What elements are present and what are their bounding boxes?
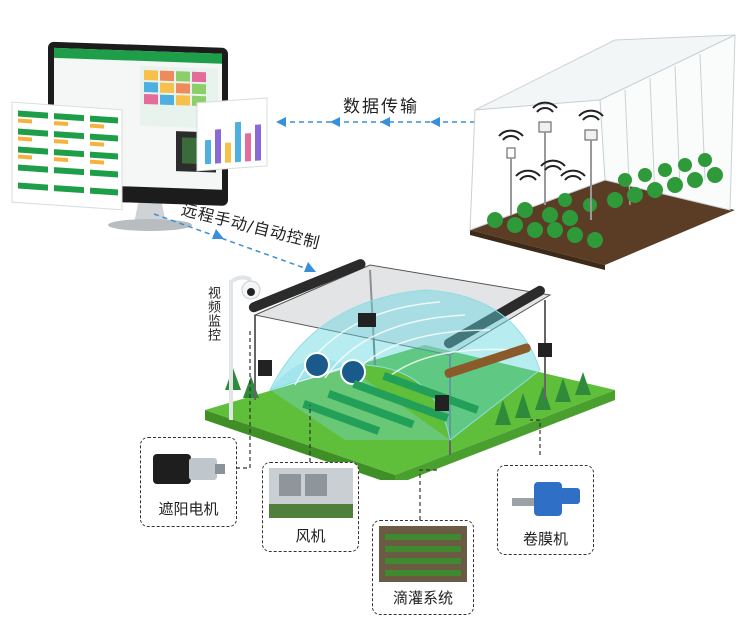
- motor-block: [538, 343, 552, 357]
- smart-greenhouse: [465, 30, 745, 270]
- video-monitoring-label: 视频监控: [205, 286, 220, 342]
- arrowhead-icon: [212, 229, 224, 239]
- bar-chart-card-illustration: [196, 97, 268, 172]
- camera-pole: [205, 270, 275, 430]
- film-roller-label: 卷膜机: [522, 530, 568, 548]
- fan-label: 风机: [295, 527, 326, 545]
- camera-icon: [229, 275, 261, 420]
- drip-irrigation-photo: [379, 526, 467, 582]
- wifi-icon: [578, 109, 604, 121]
- wifi-icon: [515, 169, 541, 181]
- data-transmission-arrow: [276, 117, 475, 127]
- wifi-icon: [498, 129, 524, 141]
- remote-control-arrow: [153, 213, 316, 272]
- shade-motor-label: 遮阳电机: [158, 500, 219, 518]
- motor-block: [435, 395, 449, 411]
- arrowhead-icon: [380, 117, 390, 127]
- wifi-sensors: [498, 101, 604, 220]
- motor-block: [358, 313, 376, 327]
- fan-icon: [304, 352, 366, 385]
- motor-block: [258, 360, 272, 376]
- callout-shade-motor: 遮阳电机: [140, 437, 237, 527]
- floating-chart-card: [195, 95, 275, 175]
- arrowhead-icon: [304, 262, 316, 272]
- fan-photo: [269, 468, 353, 518]
- arrowhead-icon: [276, 117, 286, 127]
- dashboard-cards-illustration: [11, 101, 123, 211]
- drip-irrigation-label: 滴灌系统: [392, 589, 453, 607]
- dashboard-card-stack: [10, 100, 130, 211]
- callout-film-roller: 卷膜机: [497, 465, 594, 555]
- data-transmission-label: 数据传输: [343, 97, 419, 117]
- film-roller-icon: [512, 482, 580, 516]
- sensor-greenhouse-illustration: [469, 34, 736, 270]
- arrowhead-icon: [430, 117, 440, 127]
- callout-fan: 风机: [262, 462, 359, 552]
- shade-motor-icon: [153, 454, 225, 484]
- arrowhead-icon: [330, 117, 340, 127]
- wifi-icon: [560, 169, 586, 181]
- callout-drip-irrigation: 滴灌系统: [372, 520, 474, 615]
- wifi-icon: [540, 159, 566, 171]
- wifi-icon: [532, 101, 558, 113]
